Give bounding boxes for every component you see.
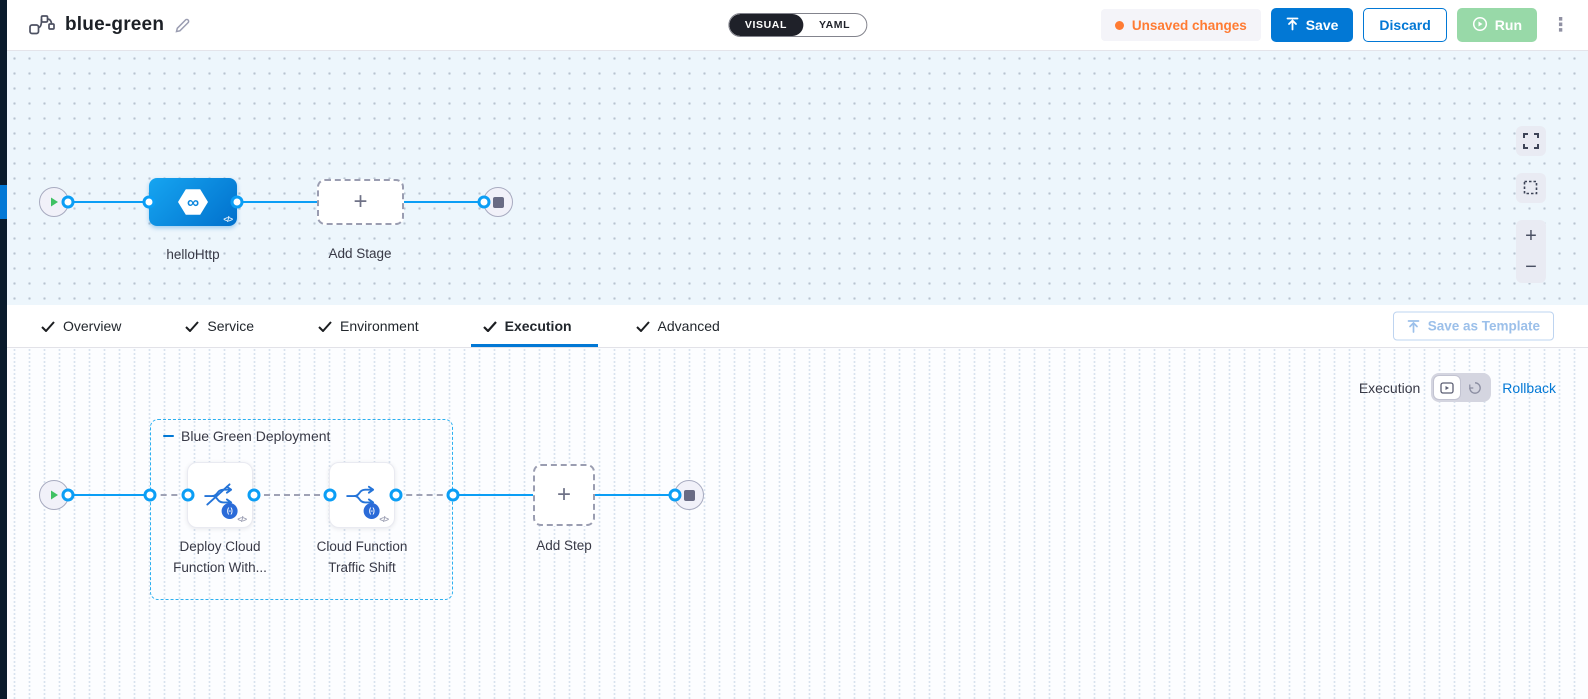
- header-actions: Unsaved changes Save Discard: [1100, 8, 1574, 42]
- plus-icon: +: [353, 188, 368, 215]
- flow-connector-line-dashed: [396, 494, 453, 496]
- marquee-select-button[interactable]: [1516, 173, 1546, 203]
- upload-icon: [1286, 17, 1299, 34]
- step-cloud-function-traffic-shift[interactable]: (-) </>: [329, 462, 395, 528]
- code-icon: </>: [237, 515, 247, 524]
- connector-port: [446, 488, 460, 502]
- add-stage-label: Add Stage: [328, 246, 392, 261]
- page-title: blue-green: [65, 14, 165, 35]
- save-button[interactable]: Save: [1270, 8, 1354, 42]
- step-group-title: Blue Green Deployment: [181, 428, 331, 444]
- tab-environment[interactable]: Environment: [306, 305, 431, 347]
- discard-button[interactable]: Discard: [1363, 8, 1447, 42]
- execution-canvas[interactable]: Execution Rollback: [7, 348, 1588, 699]
- deploy-hexagon-icon: ∞: [178, 189, 208, 215]
- tab-label: Advanced: [657, 318, 720, 334]
- pipeline-end-node[interactable]: [483, 187, 513, 217]
- left-strip-accent: [0, 185, 7, 219]
- step-label: Deploy Cloud Function With...: [173, 539, 267, 575]
- rollback-link[interactable]: Rollback: [1502, 379, 1556, 396]
- execution-rollback-toggle: [1431, 373, 1492, 402]
- code-icon: </>: [379, 515, 389, 524]
- rollback-view-button[interactable]: [1461, 375, 1489, 400]
- collapse-icon: [163, 434, 174, 438]
- discard-button-label: Discard: [1379, 17, 1431, 33]
- connector-port: [668, 488, 682, 502]
- connector-port: [61, 488, 75, 502]
- tab-label: Overview: [63, 318, 122, 334]
- pipeline-icon: [29, 15, 55, 35]
- tab-overview[interactable]: Overview: [29, 305, 133, 347]
- traffic-shift-slash-icon: [204, 483, 233, 507]
- tab-service[interactable]: Service: [173, 305, 266, 347]
- title-group: blue-green: [29, 14, 191, 36]
- flow-connector-line-dashed: [150, 494, 188, 496]
- connector-port: [247, 488, 261, 502]
- run-button-label: Run: [1494, 17, 1522, 33]
- execution-mode-row: Execution Rollback: [1359, 373, 1556, 402]
- edit-title-icon[interactable]: [174, 17, 191, 34]
- execution-mode-label: Execution: [1358, 379, 1421, 396]
- connector-port: [142, 195, 156, 209]
- pipeline-studio: blue-green VISUAL YAML Unsaved changes: [7, 0, 1588, 699]
- connector-port: [230, 195, 244, 209]
- save-button-label: Save: [1305, 17, 1339, 33]
- connector-port: [389, 488, 403, 502]
- cloud-function-badge-icon: (-): [363, 503, 380, 519]
- more-options-icon[interactable]: ⋮: [1551, 14, 1570, 36]
- zoom-out-button[interactable]: −: [1516, 252, 1546, 284]
- tab-label: Environment: [340, 318, 419, 334]
- unsaved-changes-label: Unsaved changes: [1131, 17, 1247, 33]
- stage-canvas[interactable]: ∞ </> helloHttp + Add Stage + −: [7, 51, 1588, 305]
- save-as-template-button[interactable]: Save as Template: [1392, 311, 1554, 341]
- tab-label: Service: [207, 318, 255, 334]
- stop-square-icon: [492, 196, 504, 208]
- flow-connector-line: [54, 494, 150, 496]
- zoom-in-button[interactable]: +: [1516, 220, 1546, 252]
- step-label: Cloud Function Traffic Shift: [316, 539, 408, 575]
- visual-yaml-toggle: VISUAL YAML: [727, 13, 868, 37]
- step-group-blue-green[interactable]: Blue Green Deployment: [150, 419, 453, 600]
- cloud-function-badge-icon: (-): [221, 503, 238, 519]
- add-step-button[interactable]: +: [533, 464, 595, 526]
- tab-execution[interactable]: Execution: [470, 305, 598, 347]
- stage-config-tabs: Overview Service Environment Execution A…: [7, 305, 1588, 348]
- step-deploy-cloud-function[interactable]: (-) </>: [187, 462, 253, 528]
- stop-square-icon: [683, 489, 695, 501]
- add-step-label: Add Step: [536, 538, 592, 553]
- flow-connector-line: [54, 201, 498, 203]
- traffic-shift-icon: [346, 485, 375, 507]
- save-as-template-label: Save as Template: [1427, 318, 1540, 334]
- run-button[interactable]: Run: [1456, 8, 1537, 42]
- connector-port: [323, 488, 337, 502]
- tab-label: Execution: [504, 318, 572, 334]
- toggle-yaml[interactable]: YAML: [818, 19, 851, 31]
- connector-port: [181, 488, 195, 502]
- connector-port: [61, 195, 75, 209]
- zoom-controls: + −: [1516, 220, 1546, 283]
- tab-advanced[interactable]: Advanced: [624, 305, 732, 347]
- step-group-header[interactable]: Blue Green Deployment: [163, 428, 330, 444]
- connector-port: [143, 488, 157, 502]
- plus-icon: +: [556, 481, 571, 508]
- stage-node-hellohttp[interactable]: ∞ </>: [149, 178, 237, 226]
- fit-to-screen-button[interactable]: [1516, 126, 1546, 156]
- toggle-visual[interactable]: VISUAL: [728, 14, 803, 36]
- connector-port: [477, 195, 491, 209]
- execution-view-button[interactable]: [1433, 375, 1462, 400]
- code-icon: </>: [223, 215, 233, 224]
- add-stage-button[interactable]: +: [317, 179, 404, 225]
- unsaved-dot-icon: [1114, 20, 1124, 30]
- play-circle-icon: [1472, 16, 1488, 35]
- flow-connector-line-dashed: [254, 494, 330, 496]
- header-bar: blue-green VISUAL YAML Unsaved changes: [7, 0, 1588, 51]
- stage-label: helloHttp: [166, 247, 220, 262]
- left-edge-strip: [0, 0, 7, 699]
- unsaved-changes-badge: Unsaved changes: [1100, 9, 1261, 41]
